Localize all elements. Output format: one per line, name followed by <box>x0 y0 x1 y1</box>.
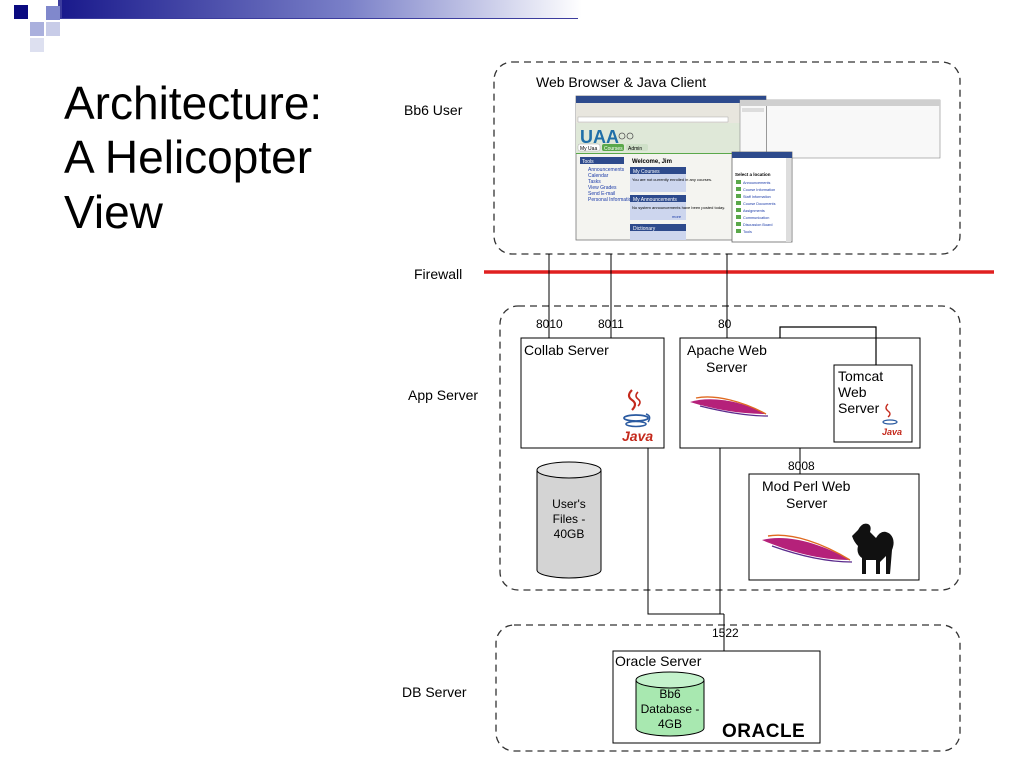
collab-server-box <box>520 337 665 449</box>
popup-item-icon <box>736 180 741 184</box>
tools-heading: Tools <box>582 159 594 165</box>
oracle-server-label: Oracle Server <box>615 653 702 669</box>
popup-item[interactable]: Discussion Board <box>743 223 773 227</box>
tier-label-user: Bb6 User <box>404 102 463 118</box>
popup-item-icon <box>736 215 741 219</box>
oracle-logo: ORACLE <box>722 721 805 742</box>
slide-title-line: A Helicopter <box>64 131 313 184</box>
java-logo-text: Java <box>622 428 653 444</box>
popup-item[interactable]: Staff Information <box>743 195 771 199</box>
tool-link[interactable]: View Grades <box>588 185 617 191</box>
portal-logo: UAA <box>580 127 619 147</box>
connector <box>719 448 724 615</box>
dictionary-heading: Dictionary <box>633 226 656 232</box>
tool-link[interactable]: Send E-mail <box>588 191 615 197</box>
popup-item[interactable]: Course Documents <box>743 202 776 206</box>
port-label: 8011 <box>598 317 624 331</box>
browser-title: Web Browser & Java Client <box>536 74 706 90</box>
tab-admin[interactable]: Admin <box>628 146 642 152</box>
tomcat-server-label: Web <box>838 384 867 400</box>
java-logo-small: Java <box>882 403 902 437</box>
tier-label-db: DB Server <box>402 684 467 700</box>
apache-feather-icon <box>690 396 769 417</box>
header-bar <box>62 0 582 18</box>
tab-my-uaa[interactable]: My Uaa <box>580 146 597 152</box>
collab-server-label: Collab Server <box>524 342 609 358</box>
my-courses-text: You are not currently enrolled in any co… <box>632 177 712 182</box>
port-label: 1522 <box>712 626 739 640</box>
popup-title: Select a location <box>735 172 771 177</box>
modperl-server-label: Mod Perl Web <box>762 478 851 494</box>
port-label: 80 <box>718 317 732 331</box>
port-label: 8008 <box>788 459 815 473</box>
tool-link[interactable]: Personal Information <box>588 197 634 203</box>
modperl-server-label: Server <box>786 495 828 511</box>
browser-screenshot: UAA My Uaa Courses Admin Tools Announcem… <box>575 95 941 243</box>
db-label: Database - <box>641 702 700 716</box>
popup-item[interactable]: Assignments <box>743 209 765 213</box>
tomcat-link <box>779 326 877 365</box>
welcome-text: Welcome, Jim <box>632 159 672 165</box>
tomcat-server-label: Server <box>838 400 880 416</box>
slide-title-line: View <box>64 185 163 238</box>
tomcat-server-label: Tomcat <box>838 368 883 384</box>
tool-link[interactable]: Calendar <box>588 173 609 179</box>
announcements-heading: My Announcements <box>633 197 677 203</box>
user-files-cylinder: User's Files - 40GB <box>536 461 602 579</box>
popup-item[interactable]: Course Information <box>743 188 775 192</box>
popup-item-icon <box>736 229 741 233</box>
apache-server-label: Apache Web <box>687 342 767 358</box>
java-logo: Java <box>622 389 653 444</box>
popup-item[interactable]: Communication <box>743 216 769 220</box>
my-courses-heading: My Courses <box>633 169 660 175</box>
perl-camel-icon <box>852 523 894 574</box>
tier-label-app: App Server <box>408 387 478 403</box>
db-label: Bb6 <box>659 687 681 701</box>
tier-label-firewall: Firewall <box>414 266 462 282</box>
app-tier-box <box>499 305 961 591</box>
slide-title-line: Architecture: <box>64 77 323 129</box>
popup-item[interactable]: Announcements <box>743 181 771 185</box>
tool-link[interactable]: Announcements <box>588 167 625 173</box>
db-label: 4GB <box>658 717 682 731</box>
bb6-database-cylinder: Bb6 Database - 4GB <box>635 671 705 737</box>
user-files-label: User's <box>552 497 586 511</box>
popup-item-icon <box>736 201 741 205</box>
apache-server-label: Server <box>706 359 748 375</box>
user-files-label: Files - <box>553 512 586 526</box>
tomcat-server-box <box>833 364 913 443</box>
popup-item-icon <box>736 222 741 226</box>
popup-item-icon <box>736 208 741 212</box>
connector <box>647 448 724 615</box>
popup-item-icon <box>736 187 741 191</box>
slide-title: Architecture: A Helicopter View <box>64 76 322 239</box>
java-logo-text: Java <box>882 427 902 437</box>
more-link[interactable]: more <box>672 214 682 219</box>
popup-item[interactable]: Tools <box>743 230 752 234</box>
popup-item-icon <box>736 194 741 198</box>
announcements-text: No system announcements have been posted… <box>632 205 725 210</box>
user-files-label: 40GB <box>554 527 585 541</box>
tool-link[interactable]: Tasks <box>588 179 601 185</box>
tab-courses[interactable]: Courses <box>604 146 623 152</box>
apache-feather-icon <box>762 534 853 563</box>
port-label: 8010 <box>536 317 563 331</box>
